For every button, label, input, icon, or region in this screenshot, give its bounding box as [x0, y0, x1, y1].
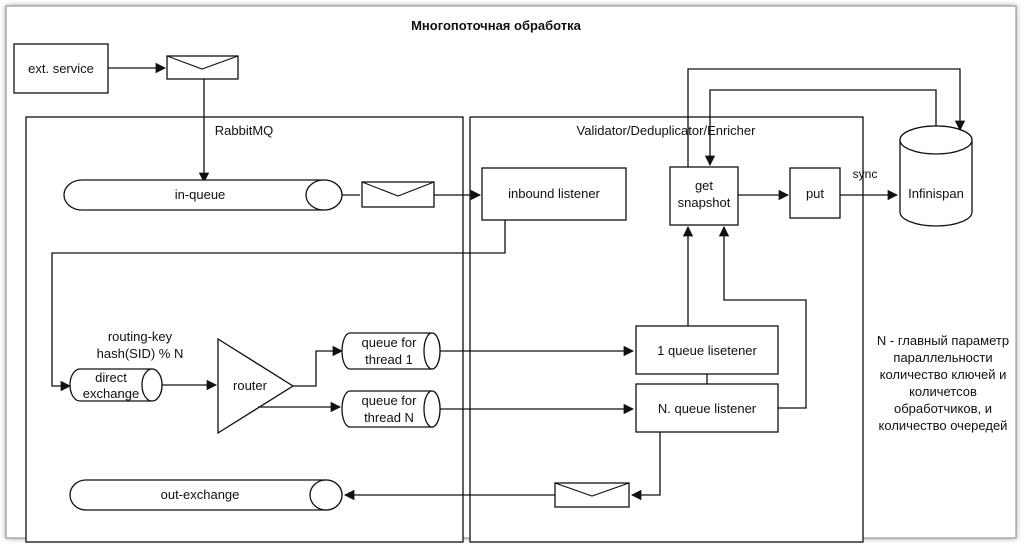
put-box [789, 167, 841, 219]
queue-listener-n-box [635, 383, 779, 433]
infinispan-cylinder [899, 125, 973, 227]
rabbitmq-label: RabbitMQ [215, 123, 274, 138]
queue-thread-n-label-line1: queue for [362, 393, 418, 408]
queue-listener-1-label: 1 queue lisetener [657, 343, 757, 358]
note-line: параллельности [893, 350, 992, 365]
note-line: обработчиков, и [894, 401, 992, 416]
diagram-title: Многопоточная обработка [411, 18, 582, 33]
in-queue-label: in-queue [175, 187, 226, 202]
queue-thread-1-cylinder [341, 332, 441, 370]
arrow-router-to-queue-1 [293, 345, 344, 387]
out-exchange-cylinder [69, 479, 343, 511]
ext-service-label: ext. service [28, 61, 94, 76]
message-envelope-icon [554, 482, 630, 508]
arrow-inbound-to-direct-exchange [51, 220, 506, 392]
out-exchange-label: out-exchange [161, 487, 240, 502]
sync-label: sync [853, 167, 878, 181]
arrow-snapshot-to-infinispan [687, 68, 966, 167]
routing-key-label-line2: hash(SID) % N [97, 346, 184, 361]
inbound-listener-box [481, 167, 627, 221]
direct-exchange-label-line2: exchange [83, 386, 139, 401]
inbound-listener-label: inbound listener [508, 186, 600, 201]
direct-exchange-label-line1: direct [95, 370, 127, 385]
message-envelope-icon [361, 181, 435, 208]
arrow-listener-n-to-envelope [630, 432, 661, 501]
queue-thread-1-label-line1: queue for [362, 335, 418, 350]
note-line: количество очередей [879, 418, 1008, 433]
parallelism-note: N - главный параметр параллельности коли… [877, 333, 1009, 433]
direct-exchange-cylinder [69, 368, 163, 402]
queue-listener-1-box [635, 325, 779, 375]
routing-key-label-line1: routing-key [108, 329, 173, 344]
get-snapshot-box [669, 166, 739, 226]
validator-label: Validator/Deduplicator/Enricher [577, 123, 757, 138]
router-label: router [233, 378, 268, 393]
message-envelope-icon [166, 55, 239, 80]
arrow-infinispan-to-snapshot [704, 89, 937, 167]
queue-listener-n-label: N. queue listener [658, 401, 757, 416]
put-label: put [806, 186, 824, 201]
queue-thread-1-label-line2: thread 1 [365, 352, 413, 367]
get-snapshot-label-line2: snapshot [678, 195, 731, 210]
arrow-listener-n-to-snapshot [718, 225, 807, 409]
note-line: количетсов [909, 384, 977, 399]
queue-thread-n-label-line2: thread N [364, 410, 414, 425]
note-line: N - главный параметр [877, 333, 1009, 348]
note-line: количество ключей и [880, 367, 1007, 382]
get-snapshot-label-line1: get [695, 178, 713, 193]
in-queue-cylinder [63, 179, 343, 211]
infinispan-label: Infinispan [908, 186, 964, 201]
router-triangle [217, 337, 295, 435]
queue-thread-n-cylinder [341, 390, 441, 428]
